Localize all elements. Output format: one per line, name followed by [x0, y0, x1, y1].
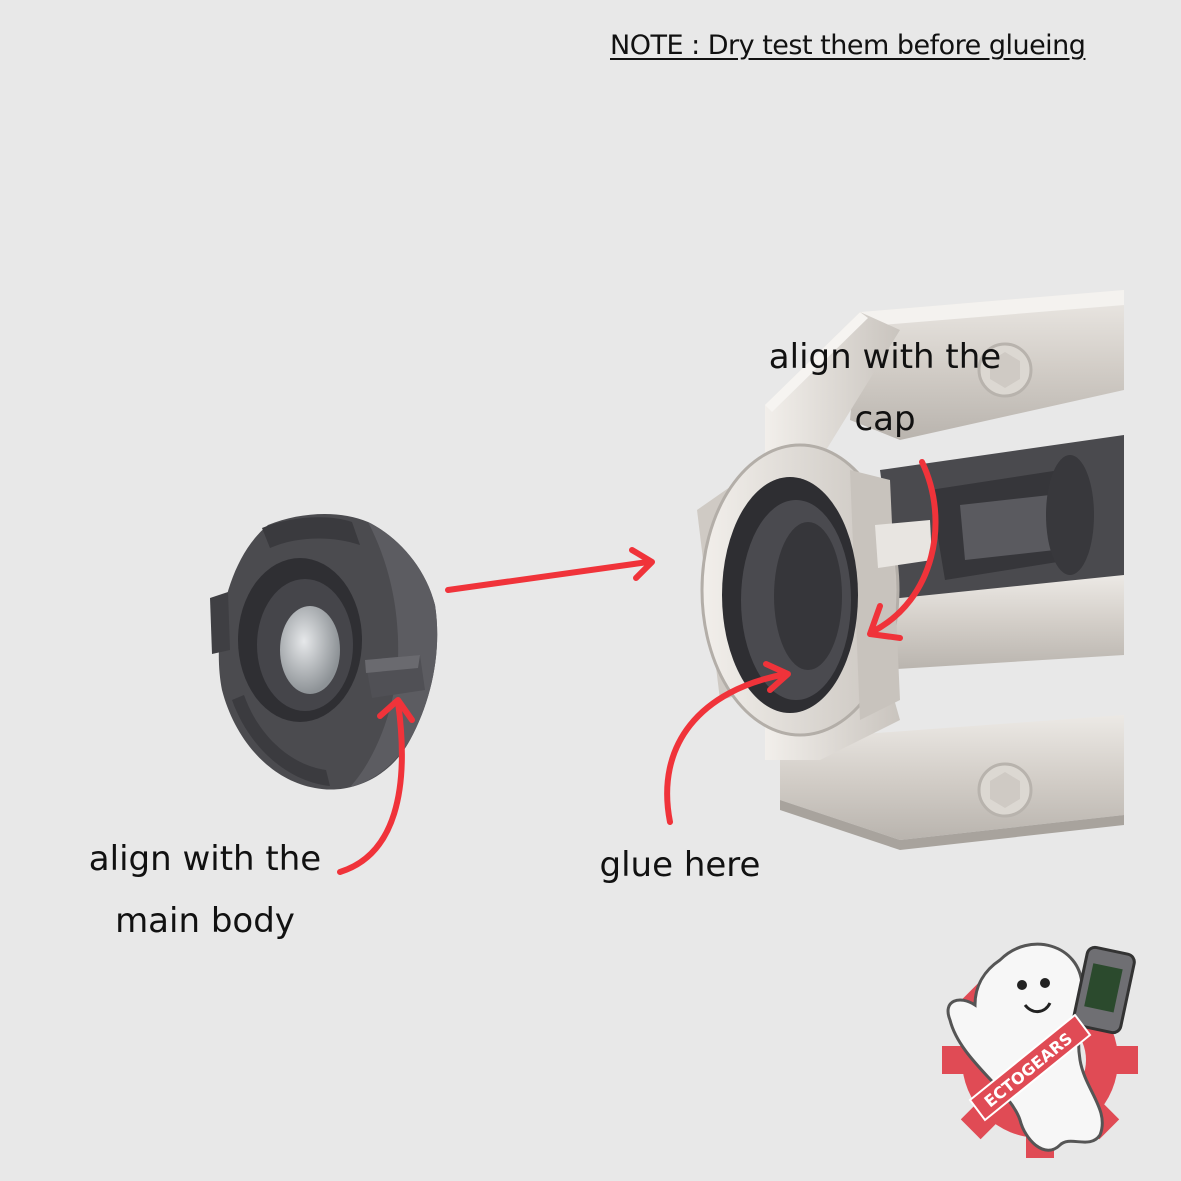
cap-ring [210, 514, 438, 790]
main-body-assembly [697, 290, 1124, 850]
align-body-label: align with the main body [70, 828, 340, 952]
body-align-arrow [337, 699, 405, 875]
align-cap-label-line-2: cap [854, 399, 916, 439]
align-body-label-line-2: main body [115, 901, 295, 941]
note-text: NOTE : Dry test them before glueing [610, 30, 1086, 61]
insert-arrow [445, 559, 651, 593]
cap-align-arrow [869, 459, 939, 635]
glue-arrow [664, 671, 789, 825]
align-body-label-line-1: align with the [88, 839, 322, 879]
align-cap-label: align with the cap [755, 326, 1015, 450]
glue-here-label: glue here [599, 845, 761, 885]
arrows [337, 459, 939, 875]
ectogears-logo: ECTOGEARS [942, 942, 1138, 1158]
align-cap-label-line-1: align with the [768, 337, 1002, 377]
